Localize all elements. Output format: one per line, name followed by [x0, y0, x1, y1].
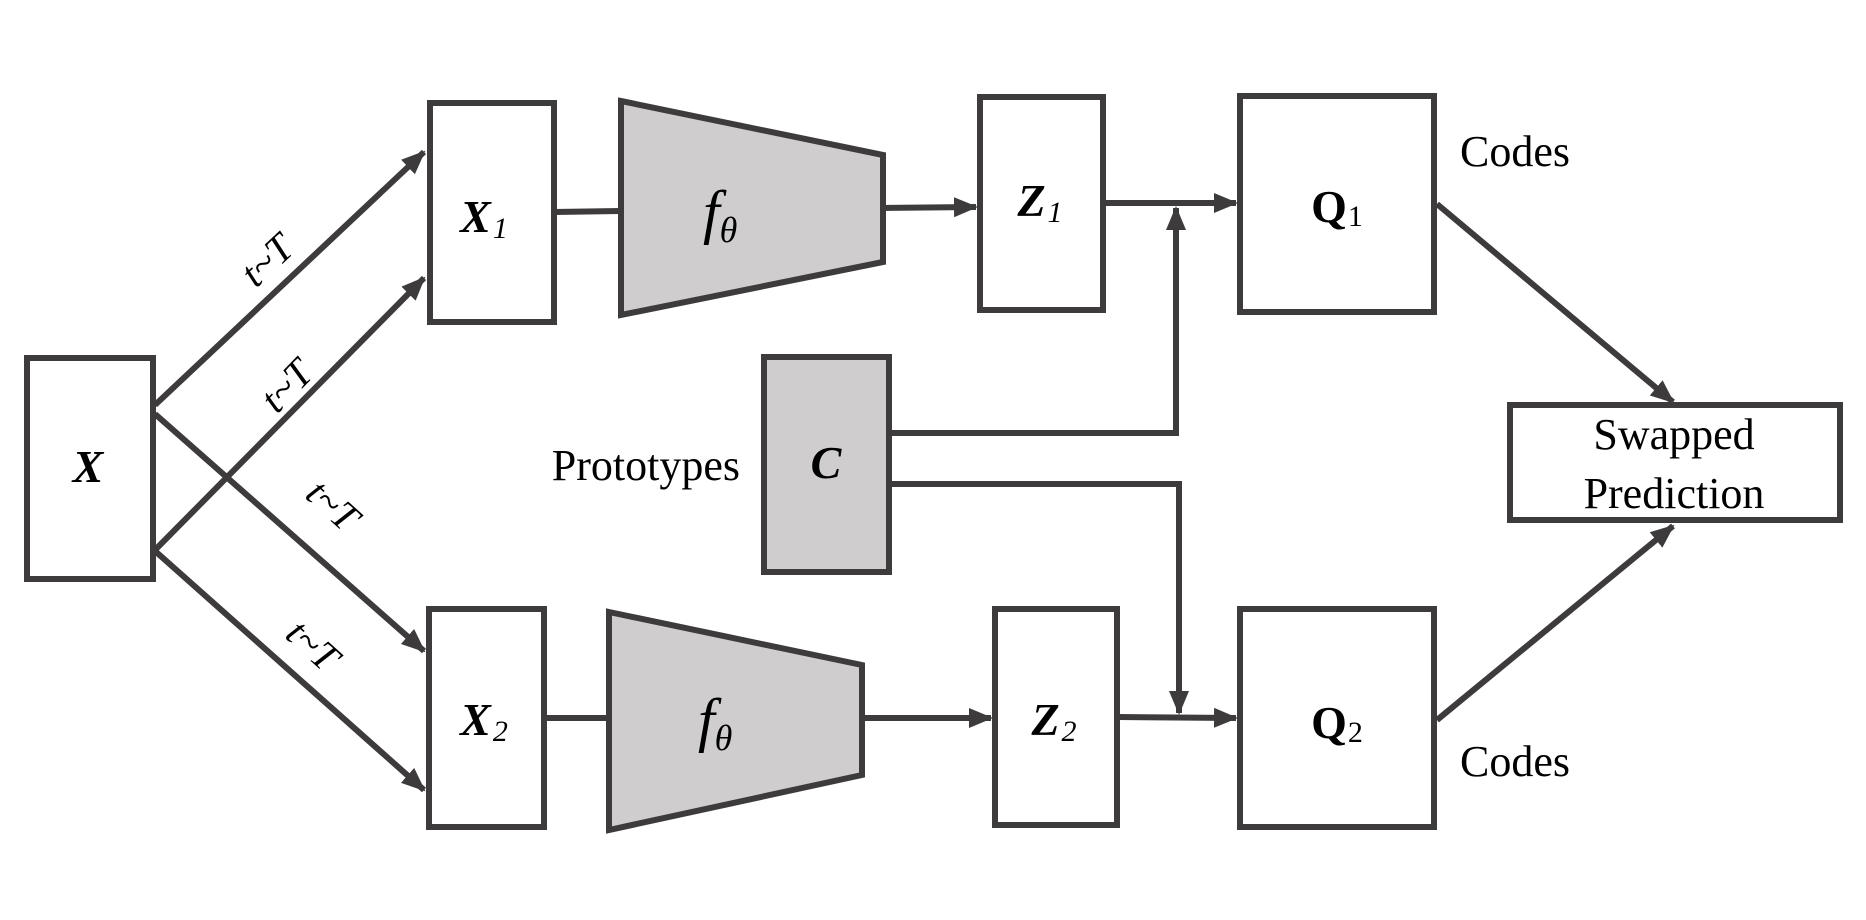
edge-encoder1-to-z1	[882, 197, 978, 218]
q1-label: Q1	[1311, 181, 1363, 233]
input-label: X	[71, 441, 105, 492]
edge-x-to-x2-a	[153, 411, 426, 654]
edge-z2-to-q2	[1116, 707, 1238, 728]
z1-node: Z1	[977, 94, 1106, 313]
q2-label: Q2	[1311, 697, 1363, 749]
edge-prototypes-to-q1	[889, 206, 1186, 436]
codes-label-top: Codes	[1460, 127, 1570, 176]
view1-node: X1	[427, 100, 557, 325]
q1-node: Q1	[1237, 93, 1437, 315]
z2-label: Z2	[1030, 694, 1076, 748]
swapped-prediction-line1: Swapped	[1593, 410, 1754, 459]
augmentation-edges	[152, 149, 427, 793]
codes-label-bottom: Codes	[1460, 737, 1570, 786]
edge-x-to-x2-b	[153, 548, 426, 793]
input-node: X	[24, 355, 156, 582]
edge-x1-to-encoder1	[553, 208, 621, 215]
edge-label-aug-1: t~T	[231, 223, 304, 295]
view2-node: X2	[426, 606, 547, 830]
edge-label-aug-3: t~T	[298, 470, 371, 542]
swapped-prediction-node: Swapped Prediction	[1507, 402, 1843, 523]
edge-x-to-x1-a	[152, 149, 427, 408]
z1-label: Z1	[1016, 175, 1062, 229]
q2-node: Q2	[1237, 606, 1437, 830]
z2-node: Z2	[992, 606, 1120, 828]
edge-prototypes-to-q2	[889, 481, 1189, 715]
prototypes-node: C	[761, 354, 892, 575]
encoder2-node: fθ	[606, 608, 865, 834]
edge-x-to-x1-b	[152, 275, 427, 553]
prototypes-label: Prototypes	[552, 441, 740, 490]
edge-q1-to-swapped	[1435, 201, 1675, 405]
encoder1-node: fθ	[618, 97, 886, 319]
view2-label: X2	[458, 694, 508, 748]
view1-label: X1	[458, 191, 508, 245]
prototypes-symbol: C	[811, 437, 843, 488]
edge-q2-to-swapped	[1435, 523, 1675, 723]
edge-label-aug-2: t~T	[251, 348, 323, 421]
swapped-prediction-line2: Prediction	[1584, 469, 1765, 518]
